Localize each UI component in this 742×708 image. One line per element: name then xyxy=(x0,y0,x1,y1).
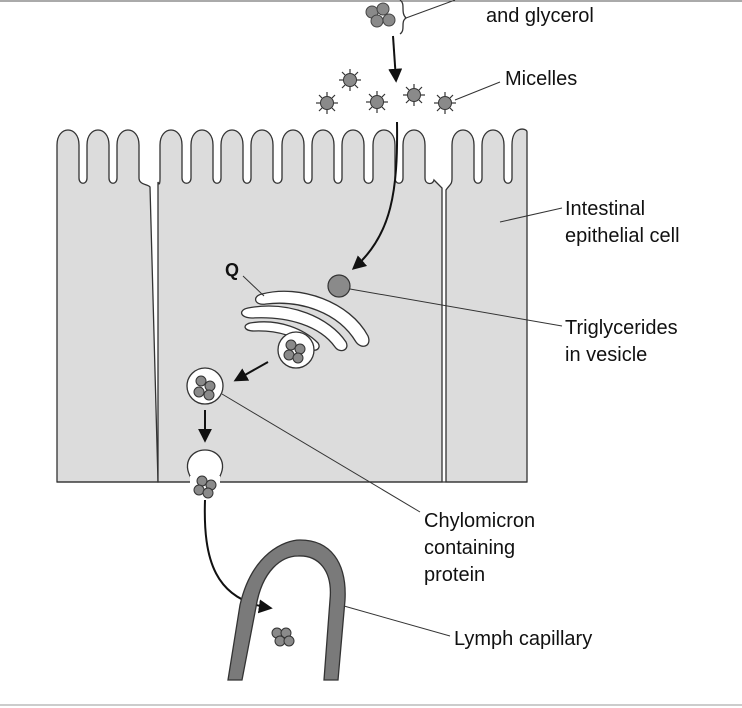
triglyceride-vesicle xyxy=(327,274,351,298)
micelles-label: Micelles xyxy=(505,68,577,90)
micelles-group xyxy=(316,69,456,114)
chylomicron-leader xyxy=(221,393,421,513)
intestinal-cell-leader xyxy=(499,207,563,223)
exocytosis-vesicle xyxy=(186,449,224,499)
fatty-acid-brace xyxy=(399,0,408,35)
micelles-leader xyxy=(454,81,501,101)
epithelial-cell-right xyxy=(445,128,528,483)
chylomicron-label-line1: Chylomicron xyxy=(424,510,535,532)
lymph-chylomicron xyxy=(271,627,295,647)
epithelial-cell-left xyxy=(56,129,159,483)
micelle xyxy=(434,92,456,114)
micelle xyxy=(403,84,425,106)
fatty-acid-leader xyxy=(405,0,456,19)
micelle xyxy=(366,91,388,113)
triglycerides-label-line1: Triglycerides xyxy=(565,317,678,339)
golgi-q-label: Q xyxy=(225,260,239,280)
arrow-micelles-to-vesicle xyxy=(351,121,399,270)
golgi-budding-vesicle xyxy=(277,331,315,369)
lymph-capillary-label: Lymph capillary xyxy=(454,628,592,650)
arrow-to-micelles xyxy=(388,35,403,83)
intestinal-cell-label-line2: epithelial cell xyxy=(565,225,680,247)
chylomicron-vesicle xyxy=(186,367,224,405)
chylomicron-label-line2: containing xyxy=(424,537,515,559)
micelle xyxy=(316,92,338,114)
triglycerides-leader xyxy=(349,288,563,327)
lymph-capillary xyxy=(227,539,346,681)
fatty-acid-label: and glycerol xyxy=(486,5,594,27)
triglycerides-label-line2: in vesicle xyxy=(565,344,647,366)
fatty-acid-cluster xyxy=(365,2,396,28)
golgi-q-leader xyxy=(242,275,265,297)
epithelial-cell-center xyxy=(157,129,443,483)
micelle xyxy=(339,69,361,91)
lymph-capillary-leader xyxy=(343,605,451,637)
chylomicron-label-line3: protein xyxy=(424,564,485,586)
intestinal-cell-label-line1: Intestinal xyxy=(565,198,645,220)
arrow-to-chylomicron xyxy=(233,361,269,382)
epithelial-cells xyxy=(56,128,528,483)
